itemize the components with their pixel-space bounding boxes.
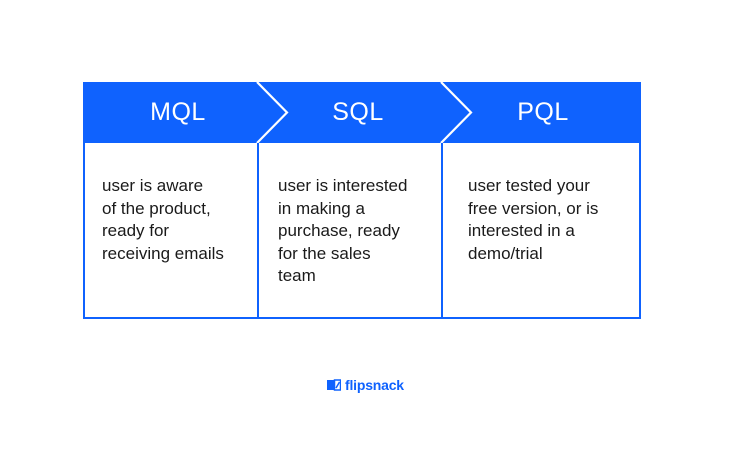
description-line: user tested your [468, 176, 590, 195]
description-line: ready for [102, 221, 170, 240]
description-line: receiving emails [102, 243, 224, 263]
stage-title-sql: SQL [332, 98, 384, 126]
flipsnack-logo: flipsnack [327, 377, 404, 393]
description-line: in making a [278, 198, 365, 218]
stages-header: MQL SQL PQL [83, 82, 641, 143]
stage-description-sql: user is interested in making a purchase,… [278, 175, 407, 288]
chevron-header-graphic [83, 82, 641, 143]
stage-cell-sql: user is interested in making a purchase,… [257, 143, 441, 319]
description-line: of the product, [102, 198, 211, 218]
description-line: free version, or is [468, 198, 599, 218]
stage-description-mql: user is aware of the product, ready for … [102, 175, 224, 265]
chevron-separator-2 [440, 82, 473, 143]
stage-title-mql: MQL [150, 98, 206, 126]
stage-title-pql: PQL [517, 98, 569, 126]
description-line: user is aware [102, 176, 204, 195]
description-line: user is interested [278, 176, 408, 195]
lead-stages-diagram: MQL SQL PQL user is aware of the product… [83, 82, 641, 319]
description-line: demo/trial [468, 243, 543, 263]
description-line: team [278, 266, 316, 285]
description-line: purchase, ready [278, 221, 400, 240]
chevron-separator-1 [256, 82, 289, 143]
logo-wordmark: flipsnack [345, 377, 404, 393]
stage-description-pql: user tested your free version, or is int… [468, 175, 598, 265]
stage-cell-mql: user is aware of the product, ready for … [83, 143, 257, 319]
stages-body: user is aware of the product, ready for … [83, 143, 641, 319]
flipsnack-book-icon [327, 379, 341, 391]
description-line: interested in a [468, 221, 575, 240]
stage-cell-pql: user tested your free version, or is int… [441, 143, 641, 319]
description-line: for the sales [278, 243, 371, 263]
